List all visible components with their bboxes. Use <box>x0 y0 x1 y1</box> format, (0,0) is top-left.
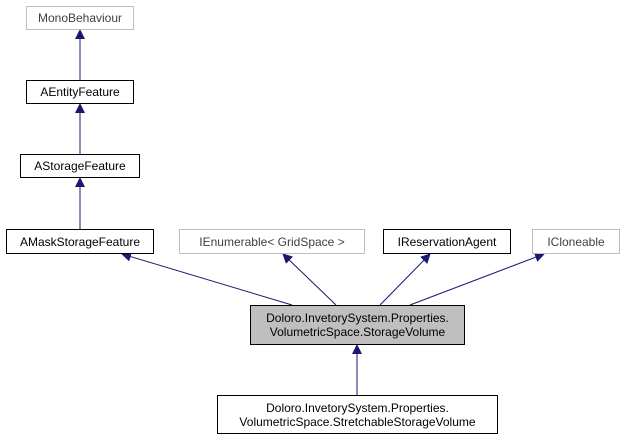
node-icloneable-label: ICloneable <box>547 234 605 249</box>
node-amaskstoragefeature-label: AMaskStorageFeature <box>19 234 141 249</box>
node-icloneable: ICloneable <box>532 229 620 254</box>
node-monobehaviour-label: MonoBehaviour <box>37 11 123 25</box>
edge-storagevolume-to-amaskstoragefeature <box>121 251 293 306</box>
node-stretchable[interactable]: Doloro.InvetorySystem.Properties. Volume… <box>217 395 498 434</box>
node-stretchable-text: Doloro.InvetorySystem.Properties. Volume… <box>239 401 475 429</box>
node-ireservationagent-label: IReservationAgent <box>397 234 497 249</box>
node-storagevolume: Doloro.InvetorySystem.Properties. Volume… <box>250 305 465 345</box>
node-astoragefeature-label: AStorageFeature <box>34 159 126 173</box>
node-storagevolume-line1: Doloro.InvetorySystem.Properties. <box>266 311 449 325</box>
node-aentityfeature[interactable]: AEntityFeature <box>26 80 134 104</box>
node-monobehaviour: MonoBehaviour <box>26 6 134 30</box>
edge-storagevolume-to-ienumerable <box>282 253 337 306</box>
node-amaskstoragefeature[interactable]: AMaskStorageFeature <box>6 229 154 254</box>
edge-storagevolume-to-ireservationagent <box>379 253 431 306</box>
node-storagevolume-line2: VolumetricSpace.StorageVolume <box>269 325 446 339</box>
node-storagevolume-text: Doloro.InvetorySystem.Properties. Volume… <box>266 311 449 339</box>
node-ireservationagent[interactable]: IReservationAgent <box>383 229 511 254</box>
node-ienumerable: IEnumerable< GridSpace > <box>179 229 365 254</box>
edge-storagevolume-to-icloneable <box>409 252 545 306</box>
node-aentityfeature-label: AEntityFeature <box>40 85 120 99</box>
node-ienumerable-label: IEnumerable< GridSpace > <box>199 234 345 249</box>
node-stretchable-line1: Doloro.InvetorySystem.Properties. <box>266 400 449 415</box>
node-stretchable-line2: VolumetricSpace.StretchableStorageVolume <box>239 414 476 429</box>
node-astoragefeature[interactable]: AStorageFeature <box>20 154 140 178</box>
